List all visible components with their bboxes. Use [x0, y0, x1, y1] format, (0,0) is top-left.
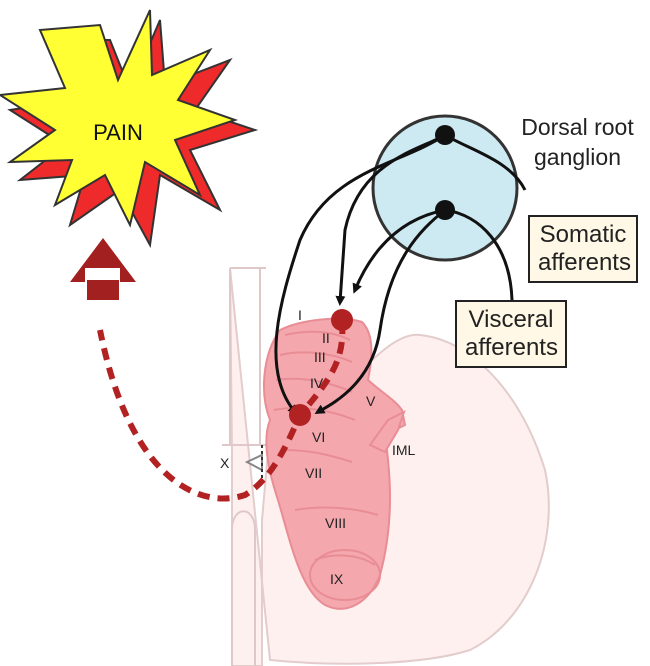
visceral-afferents-label: Visceral afferents — [455, 300, 567, 368]
pain-label: PAIN — [93, 120, 143, 145]
lamina-v-projection-neuron — [289, 404, 311, 426]
lamina-label-ix: IX — [330, 571, 344, 587]
drg-label-line2: ganglion — [520, 142, 635, 172]
visceral-cell-body — [435, 200, 455, 220]
lamina-ii-projection-neuron — [331, 309, 353, 331]
visceral-label-line2: afferents — [465, 334, 557, 362]
lamina-label-vii: VII — [305, 465, 322, 481]
lamina-label-viii: VIII — [325, 515, 346, 531]
somatic-afferents-label: Somatic afferents — [528, 215, 638, 283]
ascending-arrow — [70, 238, 136, 282]
lamina-label-iv: IV — [310, 375, 324, 391]
lamina-label-vi: VI — [312, 429, 325, 445]
ascending-arrow-shaft — [87, 280, 119, 300]
iml-label: IML — [392, 442, 416, 458]
lamina-label-x: X — [220, 455, 230, 471]
lamina-label-v: V — [366, 393, 376, 409]
dorsal-root-ganglion-label: Dorsal root ganglion — [520, 112, 635, 172]
pain-burst — [0, 10, 235, 225]
central-canal-outline — [222, 268, 272, 445]
somatic-label-line2: afferents — [538, 249, 628, 277]
lamina-label-ii: II — [322, 330, 330, 346]
lamina-label-iii: III — [314, 349, 326, 365]
somatic-label-line1: Somatic — [538, 221, 628, 249]
lamina-label-i: I — [298, 307, 302, 323]
somatic-cell-body — [435, 125, 455, 145]
drg-label-line1: Dorsal root — [520, 112, 635, 142]
visceral-label-line1: Visceral — [465, 306, 557, 334]
